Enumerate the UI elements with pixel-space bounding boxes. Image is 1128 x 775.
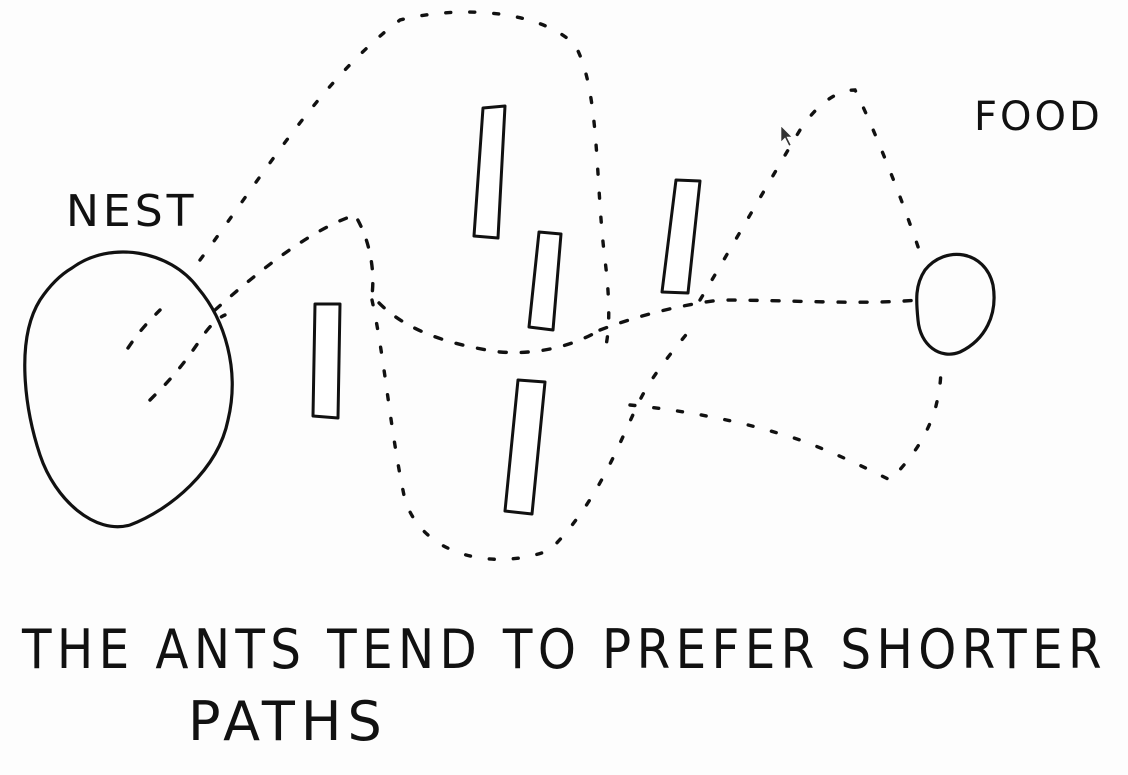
trail-lower-right <box>628 358 943 483</box>
obstacle-1 <box>311 302 342 420</box>
arrow-cursor-icon <box>780 125 793 147</box>
trail-nest-exit <box>148 313 227 402</box>
nest-label: NEST <box>66 186 198 237</box>
nest-shape <box>23 250 234 529</box>
trail-short-direct <box>598 298 920 332</box>
obstacle-3 <box>527 230 563 332</box>
trail-top-loop <box>198 10 611 352</box>
obstacle-5 <box>503 378 547 516</box>
caption-line-1: THE ANTS TEND TO PREFER SHORTER <box>21 618 1107 681</box>
obstacle-2 <box>472 104 507 240</box>
obstacle-4 <box>660 178 702 295</box>
food-label: FOOD <box>974 94 1103 140</box>
trail-upper-right <box>698 88 924 302</box>
trail-middle <box>213 212 602 355</box>
food-shape <box>915 252 996 356</box>
trail-nest-inner <box>126 308 162 350</box>
caption-line-2: PATHS <box>188 690 388 753</box>
trail-lower-loop <box>370 298 692 562</box>
